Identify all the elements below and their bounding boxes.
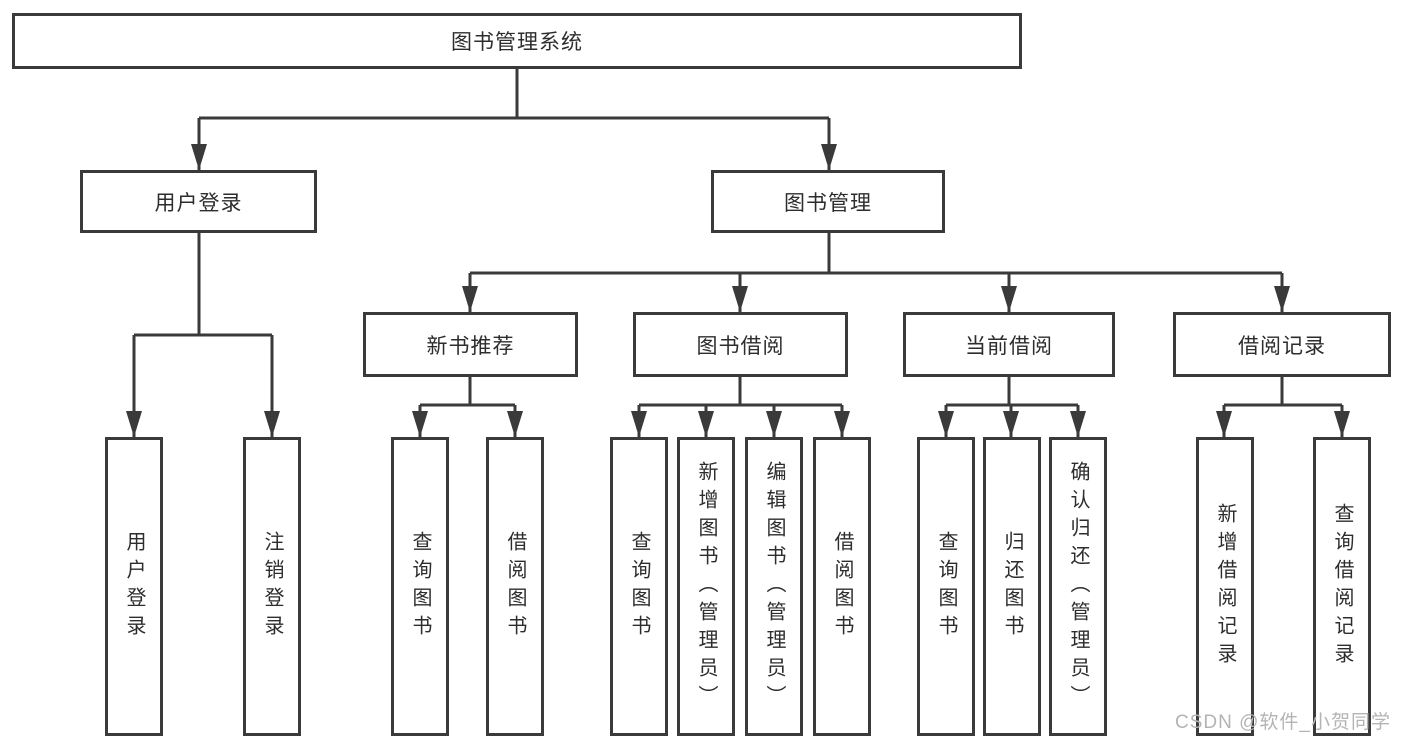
leaf-query-books-1: 查询图书 xyxy=(391,437,449,736)
node-borrow-records: 借阅记录 xyxy=(1173,312,1391,377)
node-current-borrow: 当前借阅 xyxy=(903,312,1115,377)
connector-trunks xyxy=(134,69,1342,407)
leaf-add-book-admin: 新增图书（管理员） xyxy=(677,437,735,736)
leaf-user-login: 用户登录 xyxy=(105,437,163,736)
leaf-query-borrow-record: 查询借阅记录 xyxy=(1313,437,1371,736)
leaf-return-book: 归还图书 xyxy=(983,437,1041,736)
leaf-query-books-2: 查询图书 xyxy=(610,437,668,736)
leaf-edit-book-admin: 编辑图书（管理员） xyxy=(745,437,803,736)
node-new-book-recommend: 新书推荐 xyxy=(363,312,578,377)
leaf-confirm-return-admin: 确认归还（管理员） xyxy=(1049,437,1107,736)
watermark: CSDN @软件_小贺同学 xyxy=(1175,712,1391,733)
node-book-management: 图书管理 xyxy=(711,170,945,233)
node-book-borrow: 图书借阅 xyxy=(633,312,848,377)
leaf-logout: 注销登录 xyxy=(243,437,301,736)
leaf-add-borrow-record: 新增借阅记录 xyxy=(1196,437,1254,736)
node-root: 图书管理系统 xyxy=(12,13,1022,69)
leaf-borrow-books-1: 借阅图书 xyxy=(486,437,544,736)
leaf-query-books-3: 查询图书 xyxy=(917,437,975,736)
node-user-login: 用户登录 xyxy=(80,170,317,233)
leaf-borrow-books-2: 借阅图书 xyxy=(813,437,871,736)
